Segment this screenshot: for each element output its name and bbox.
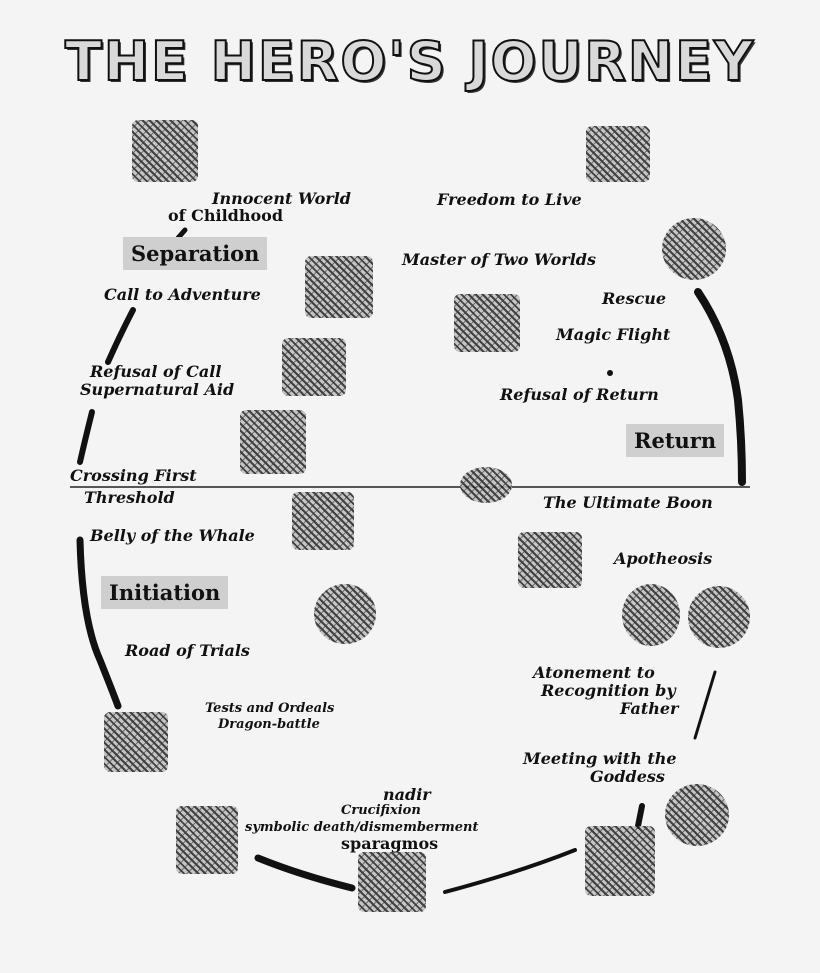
label-innocent-world: Innocent World — [212, 189, 351, 208]
label-magic-flight: Magic Flight — [556, 325, 671, 344]
goddess-emblem-image — [665, 784, 729, 846]
childhood-woodcut-image — [132, 120, 198, 182]
path-stroke-initiation — [76, 536, 122, 710]
master-woodcut-image — [662, 218, 726, 280]
dragon-battle-image — [104, 712, 168, 772]
label-father: Father — [620, 699, 679, 718]
label-goddess: Goddess — [590, 767, 665, 786]
label-recognition-by: Recognition by — [541, 681, 676, 700]
path-stroke-call — [105, 307, 136, 365]
sparagmos-figure-image — [358, 852, 426, 912]
phase-return: Return — [626, 424, 725, 457]
label-rescue: Rescue — [602, 289, 667, 308]
label-meeting-with-the: Meeting with the — [523, 749, 677, 768]
trials-woodcut-image — [314, 584, 376, 644]
threshold-guardian-image — [240, 410, 306, 474]
supernatural-aid-image — [282, 338, 346, 396]
path-stroke-atonement — [693, 670, 717, 740]
label-belly-of-the-whale: Belly of the Whale — [90, 526, 255, 545]
ring-boon-image — [460, 467, 512, 503]
label-threshold: Threshold — [84, 488, 175, 507]
label-road-of-trials: Road of Trials — [125, 641, 250, 660]
path-stroke-goddess — [635, 803, 645, 829]
phase-initiation: Initiation — [101, 576, 229, 609]
label-atonement-to: Atonement to — [533, 663, 655, 682]
path-stroke-threshold — [77, 409, 95, 465]
whale-woodcut-image — [292, 492, 354, 550]
path-stroke-childhood — [175, 227, 188, 241]
label-refusal-of-call: Refusal of Call — [90, 362, 222, 381]
diagram-title: THE HERO'S JOURNEY — [64, 29, 756, 94]
freedom-woodcut-image — [586, 126, 650, 182]
label-refusal-of-return: Refusal of Return — [500, 385, 659, 404]
path-stroke-nadir-right — [443, 848, 577, 894]
label-crossing-first: Crossing First — [70, 466, 197, 485]
label-tests-and-ordeals: Tests and Ordeals — [205, 701, 335, 716]
label-dragon-battle: Dragon-battle — [218, 717, 320, 732]
apotheosis-figure-image — [518, 532, 582, 588]
path-stroke-return — [694, 288, 746, 486]
path-dot-refusal-return — [607, 370, 613, 376]
label-ultimate-boon: The Ultimate Boon — [543, 493, 713, 512]
father-portrait-left-image — [622, 584, 680, 646]
magic-flight-dragon-image — [454, 294, 520, 352]
goddess-figure-image — [585, 826, 655, 896]
crucifixion-woodcut-image — [176, 806, 238, 874]
label-symbolic-death: symbolic death/dismemberment — [245, 820, 479, 835]
label-freedom-to-live: Freedom to Live — [437, 190, 582, 209]
label-call-to-adventure: Call to Adventure — [104, 285, 261, 304]
label-supernatural-aid: Supernatural Aid — [80, 380, 235, 399]
label-sparagmos: sparagmos — [341, 834, 439, 853]
phase-separation: Separation — [123, 237, 268, 270]
label-nadir: nadir — [383, 785, 431, 804]
father-portrait-right-image — [688, 586, 750, 648]
path-stroke-nadir-left — [254, 854, 356, 892]
call-woodcut-image — [305, 256, 373, 318]
label-master-of-two-worlds: Master of Two Worlds — [402, 250, 596, 269]
label-crucifixion: Crucifixion — [341, 803, 421, 818]
label-of-childhood: of Childhood — [168, 206, 283, 225]
label-apotheosis: Apotheosis — [614, 549, 713, 568]
